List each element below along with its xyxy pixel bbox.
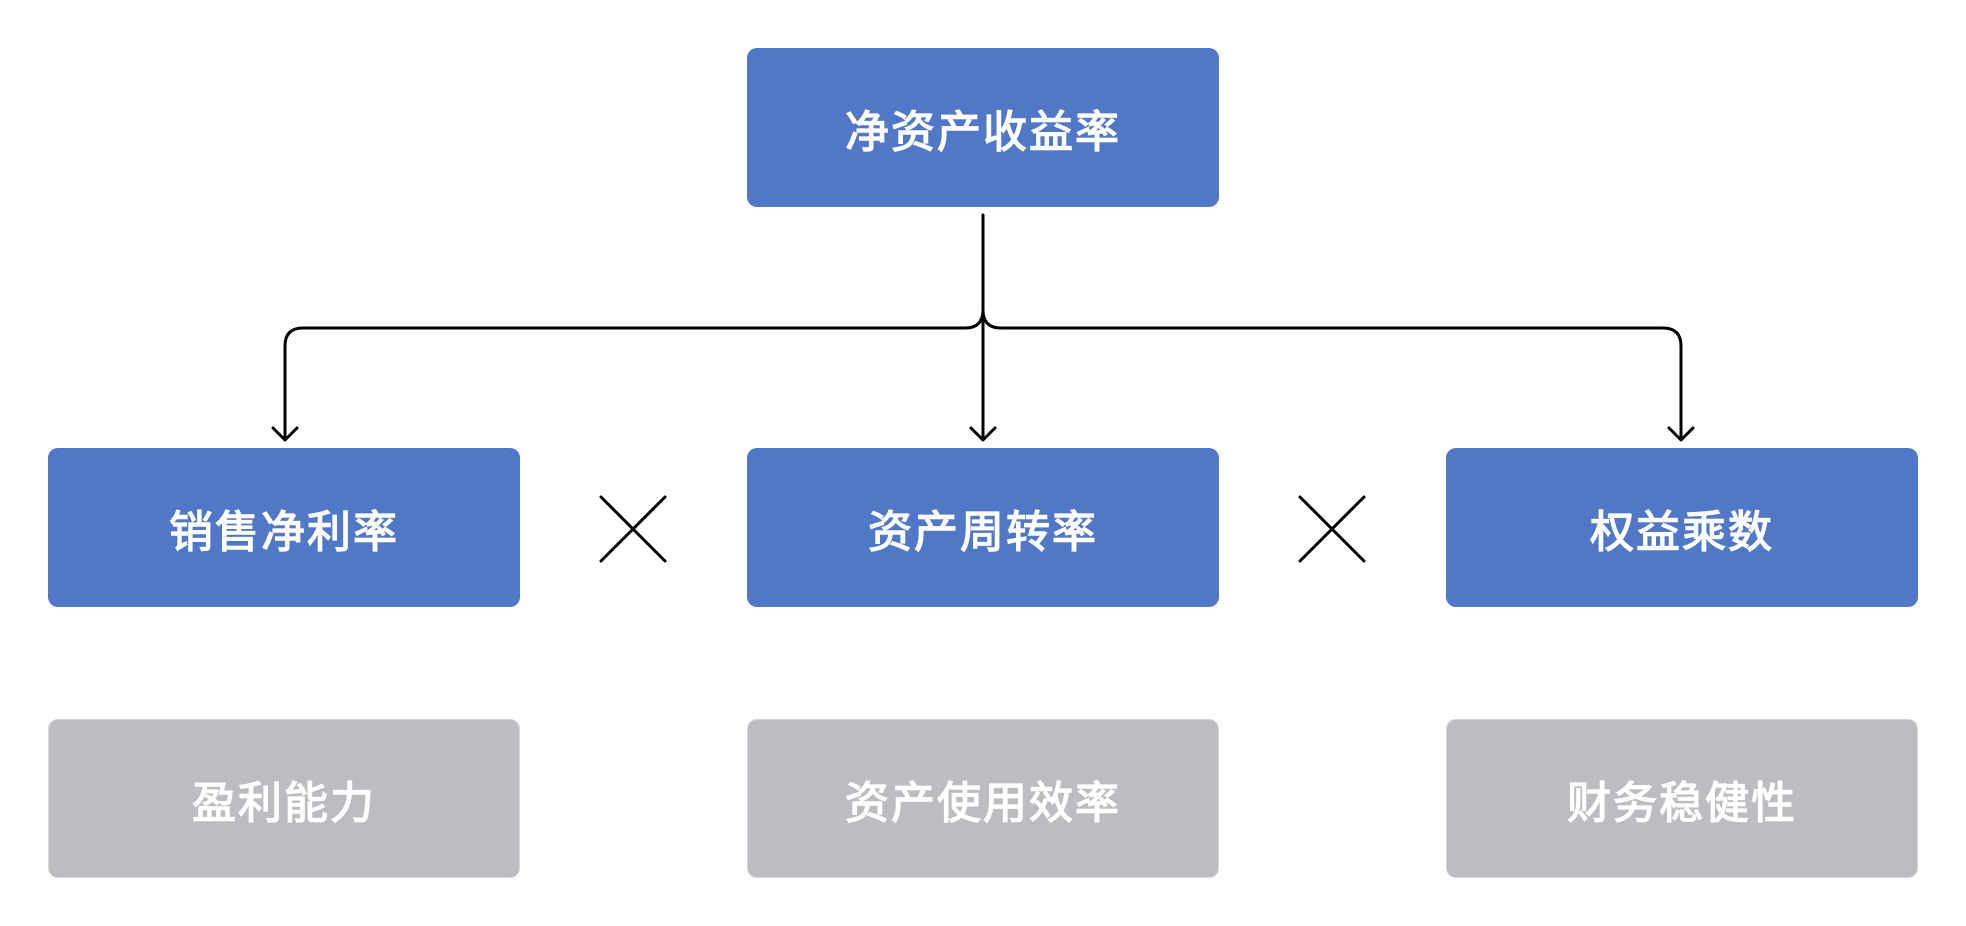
multiply-icon [1298,495,1366,563]
capability-node-label: 资产使用效率 [845,777,1121,829]
arrowhead-right [1667,426,1695,442]
factor-node-label: 权益乘数 [1590,506,1774,558]
root-node-label: 净资产收益率 [845,106,1121,158]
capability-node-label: 盈利能力 [192,777,376,829]
arrowhead-middle [969,426,997,442]
capability-node-financial-stability: 财务稳健性 [1446,719,1918,878]
factor-node-equity-multiplier: 权益乘数 [1446,448,1918,607]
factor-node-label: 资产周转率 [868,506,1098,558]
multiply-icon [599,495,667,563]
connector-left [283,308,985,440]
capability-node-profitability: 盈利能力 [48,719,520,878]
connector-right [981,308,1683,440]
capability-node-label: 财务稳健性 [1567,777,1797,829]
capability-node-asset-efficiency: 资产使用效率 [747,719,1219,878]
factor-node-asset-turnover: 资产周转率 [747,448,1219,607]
factor-node-net-profit-margin: 销售净利率 [48,448,520,607]
arrowhead-left [271,426,299,442]
factor-node-label: 销售净利率 [169,506,399,558]
root-node-roe: 净资产收益率 [747,48,1219,207]
